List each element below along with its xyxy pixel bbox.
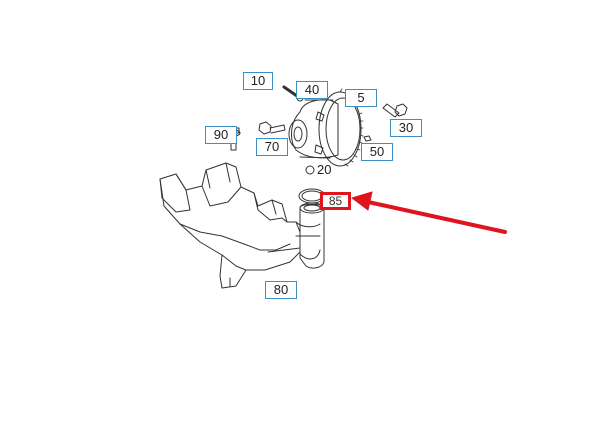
callout-70[interactable]: 70 <box>256 138 288 156</box>
dowel-part-50 <box>363 135 372 142</box>
ring-part-20 <box>305 165 315 175</box>
oil-pan-part-80 <box>159 162 325 289</box>
callout-5[interactable]: 5 <box>345 89 377 107</box>
callout-30[interactable]: 30 <box>390 119 422 137</box>
callout-80[interactable]: 80 <box>265 281 297 299</box>
callout-10[interactable]: 10 <box>243 72 273 90</box>
callout-90[interactable]: 90 <box>205 126 237 144</box>
bolt-part-70 <box>258 121 286 135</box>
highlight-arrow <box>351 191 507 234</box>
callout-20[interactable]: 20 <box>317 162 332 177</box>
callout-50[interactable]: 50 <box>361 143 393 161</box>
callout-40[interactable]: 40 <box>296 81 328 99</box>
oil-pump-part-5 <box>288 88 364 167</box>
bolt-part-30 <box>382 103 408 118</box>
callout-85-highlighted[interactable]: 85 <box>320 192 351 210</box>
